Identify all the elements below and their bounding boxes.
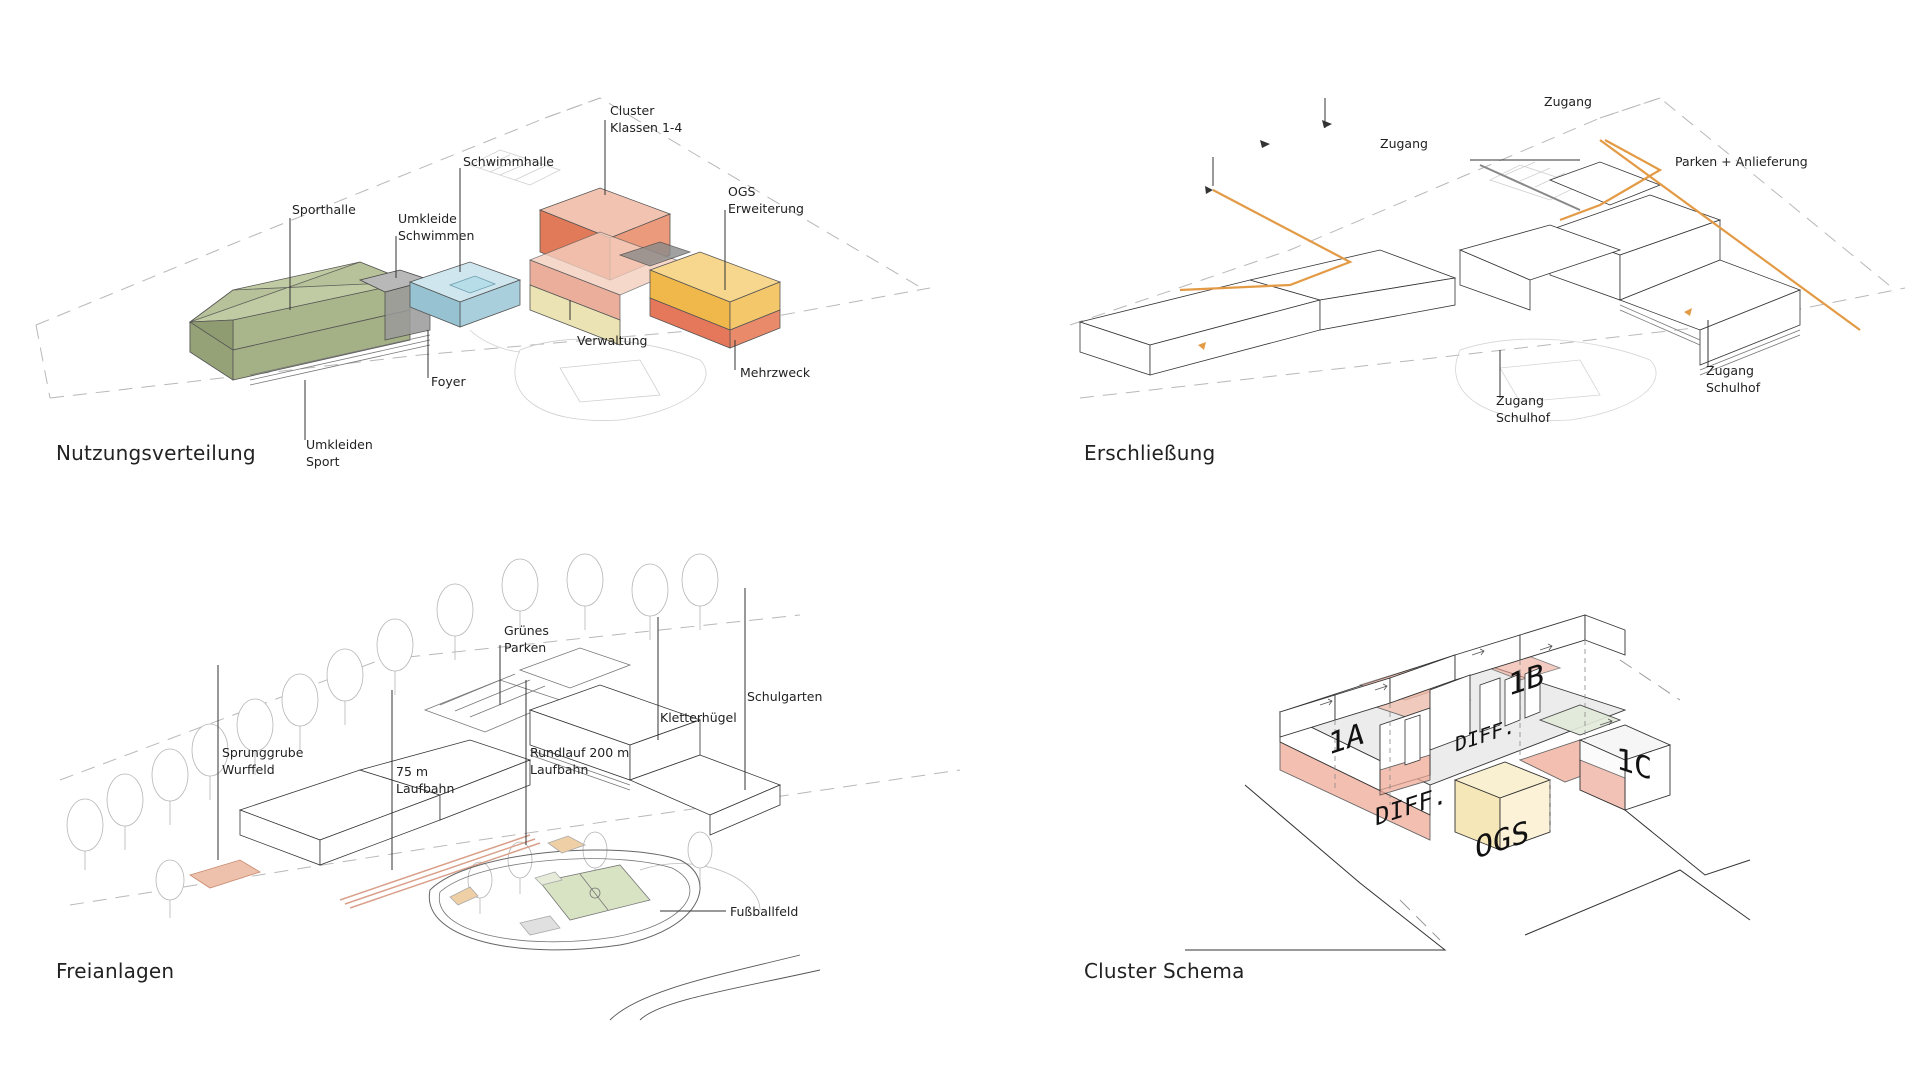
sprunggrube-shape <box>189 859 261 889</box>
panel-cluster-schema: Cluster Schema 1A 1B 1C DIFF. DIFF. OGS <box>960 560 1920 1020</box>
verwaltung-volume <box>529 284 621 346</box>
label-zugang-top: Zugang <box>1544 94 1592 109</box>
parking-grid <box>423 647 632 733</box>
label-parken-anlieferung: Parken + Anlieferung <box>1675 154 1808 169</box>
label-mehrzweck: Mehrzweck <box>740 365 811 380</box>
label-schwimmhalle: Schwimmhalle <box>463 154 554 169</box>
label-foyer: Foyer <box>431 374 466 389</box>
freianlagen-title: Freianlagen <box>56 959 175 983</box>
erschliessung-leader-lines <box>1212 98 1709 398</box>
running-track-75m <box>339 834 541 909</box>
access-arrows <box>1198 308 1692 350</box>
freianlagen-sport-volume <box>238 739 532 866</box>
freianlagen-drawing <box>59 553 961 1021</box>
erschliessung-title: Erschließung <box>1084 441 1216 465</box>
nutzung-drawing <box>35 97 931 440</box>
cluster-title: Cluster Schema <box>1084 959 1245 983</box>
erschliessung-school-volume <box>1458 161 1802 366</box>
label-fussballfeld: Fußballfeld <box>730 904 799 919</box>
cluster-drawing <box>1185 614 1751 951</box>
label-verwaltung: Verwaltung <box>577 333 648 348</box>
label-kletterhuegel: Kletterhügel <box>660 710 737 725</box>
rundlauf-track <box>428 849 701 951</box>
erschliessung-sport-volume <box>1078 249 1457 376</box>
label-schulgarten: Schulgarten <box>747 689 823 704</box>
erschliessung-drawing <box>1069 97 1906 421</box>
freianlagen-leader-lines <box>217 588 746 912</box>
nutzung-leader-lines <box>289 120 736 440</box>
label-sporthalle: Sporthalle <box>292 202 356 217</box>
panel-erschliessung: Erschließung Zugang Zugang Parken + Anli… <box>960 0 1920 500</box>
tree-row <box>66 553 719 918</box>
access-paths <box>1179 139 1861 331</box>
fussballfeld-shape <box>539 864 651 921</box>
nutzung-title: Nutzungsverteilung <box>56 441 256 465</box>
label-zugang-left: Zugang <box>1380 136 1428 151</box>
